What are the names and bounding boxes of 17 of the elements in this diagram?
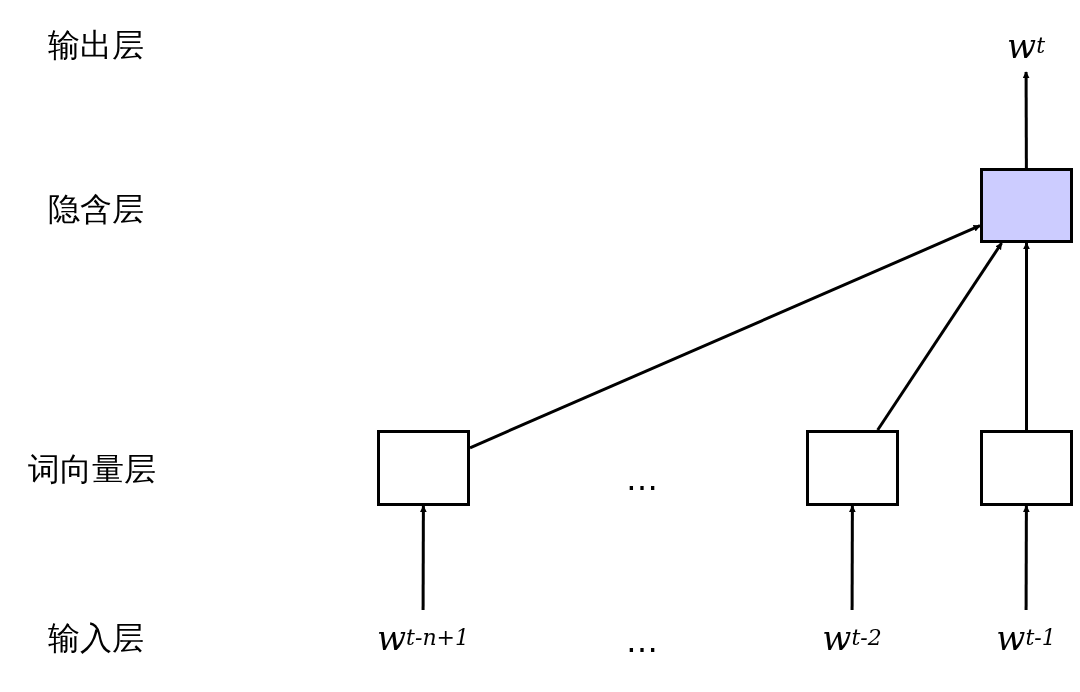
- layer-label: 词向量层: [28, 449, 156, 490]
- layer-label: 输入层: [48, 618, 144, 659]
- arrow: [876, 242, 1003, 431]
- ellipsis: …: [626, 460, 658, 498]
- arrow: [848, 505, 856, 610]
- ellipsis: …: [626, 622, 658, 660]
- arrow: [1023, 242, 1030, 430]
- arrow: [1022, 71, 1030, 168]
- embedding-box: [980, 430, 1073, 506]
- hidden-layer-box: [980, 168, 1073, 243]
- arrow: [1022, 505, 1030, 610]
- arrow: [419, 505, 427, 610]
- layer-label: 隐含层: [48, 189, 144, 230]
- arrow: [469, 224, 981, 450]
- embedding-box: [377, 430, 470, 506]
- layer-label: 输出层: [48, 25, 144, 66]
- embedding-box: [806, 430, 899, 506]
